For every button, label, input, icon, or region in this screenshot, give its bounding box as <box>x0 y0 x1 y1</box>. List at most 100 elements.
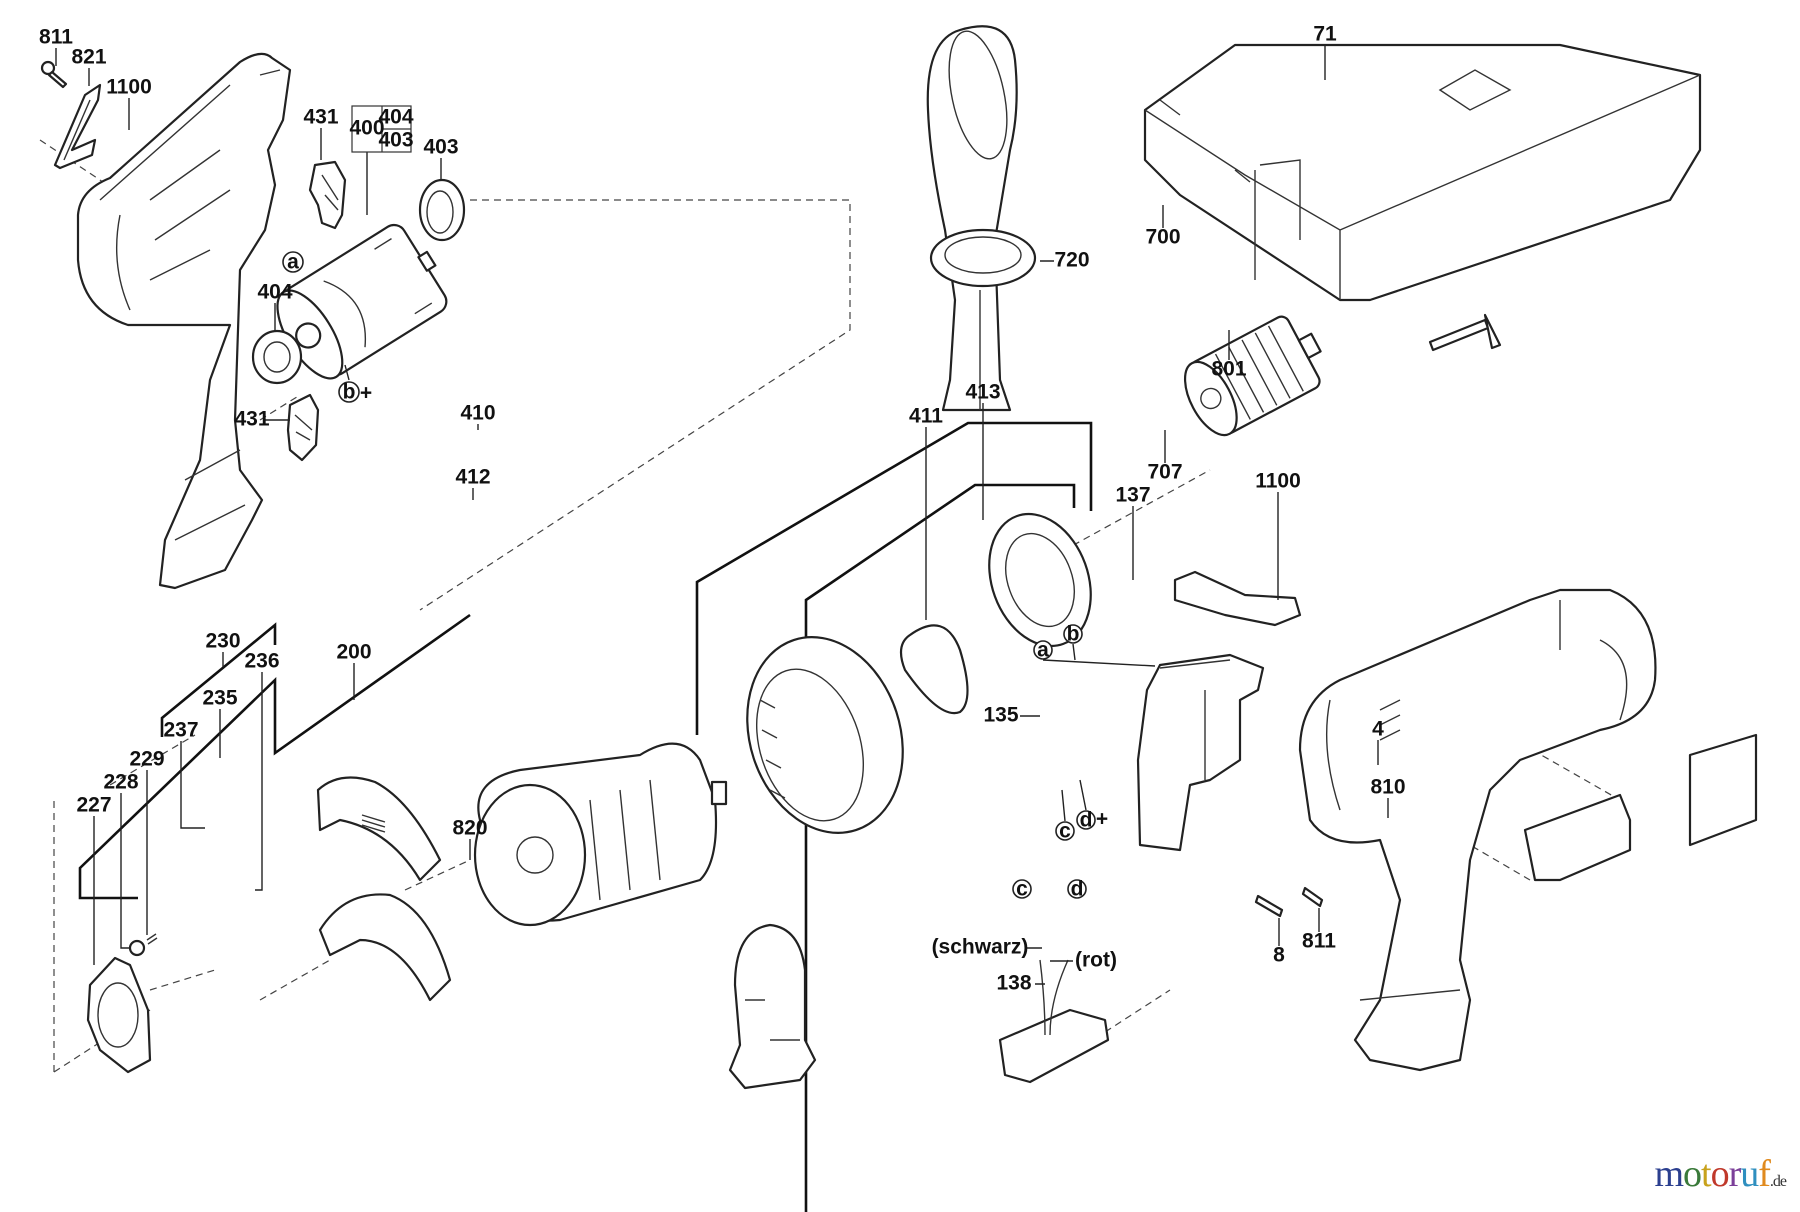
axis-line-bearing <box>259 394 301 421</box>
belt-clip-820 <box>728 923 817 1090</box>
part-labels: 811 821 1100 431 400 404 403 403 404 431… <box>39 23 1405 995</box>
belt-clip-small <box>53 83 102 170</box>
connector-circle-b-switch <box>1063 624 1083 644</box>
label-413: 413 <box>965 381 1000 404</box>
logo-letter: r <box>1728 1153 1742 1195</box>
shell-235 <box>316 776 442 882</box>
label-400: 400 <box>349 117 384 140</box>
logo-letter: t <box>1701 1153 1712 1195</box>
connector-b-motor: b <box>343 381 356 404</box>
slider-137 <box>1173 570 1302 627</box>
label-400-403: 403 <box>378 129 413 152</box>
shell-236 <box>318 893 452 1002</box>
label-228: 228 <box>103 771 138 794</box>
plate-227 <box>86 956 152 1074</box>
label-1100-right: 1100 <box>1255 470 1301 493</box>
connector-b-switch: b <box>1067 623 1080 646</box>
screw-811-top <box>40 60 68 89</box>
housing-assembled-right <box>1298 588 1657 1072</box>
connector-circle-c-wire <box>1012 879 1032 899</box>
connector-c-switch: c <box>1059 820 1071 843</box>
spring-237 <box>361 814 386 833</box>
label-811-bottom: 811 <box>1302 930 1336 953</box>
label-71: 71 <box>1313 23 1337 46</box>
axis-line-rear <box>53 734 196 1073</box>
auxiliary-handle <box>926 25 1037 412</box>
spring-229 <box>146 933 158 945</box>
logo-letter: o <box>1683 1153 1702 1195</box>
ball-228 <box>128 939 146 957</box>
ring-413 <box>988 512 1092 648</box>
connector-circle-a <box>282 251 304 273</box>
label-8: 8 <box>1273 944 1285 967</box>
label-135: 135 <box>983 704 1018 727</box>
label-820: 820 <box>452 817 487 840</box>
label-138: 138 <box>996 972 1031 995</box>
brush-holder-top <box>308 160 347 230</box>
label-137: 137 <box>1115 484 1150 507</box>
bracket-230 <box>160 622 277 737</box>
label-410: 410 <box>460 402 495 425</box>
housing-left-half <box>76 52 292 590</box>
label-1100-left: 1100 <box>106 76 152 99</box>
label-431-top: 431 <box>303 106 338 129</box>
brush-holder-bottom <box>286 393 320 462</box>
clip-810 <box>1523 793 1632 882</box>
label-431-bottom: 431 <box>234 408 269 431</box>
watermark-logo: motoruf.de <box>1654 1152 1787 1196</box>
leader-lines <box>55 45 1389 985</box>
switch-135 <box>1136 653 1265 852</box>
ring-403 <box>418 178 466 242</box>
connector-c-wire: c <box>1016 878 1028 901</box>
connector-circle-c-switch <box>1055 821 1075 841</box>
label-810: 810 <box>1370 776 1405 799</box>
gasket-411 <box>899 624 969 715</box>
gearbox-200 <box>473 742 728 927</box>
label-720: 720 <box>1054 249 1089 272</box>
label-200: 200 <box>336 641 371 664</box>
label-237: 237 <box>163 719 198 742</box>
label-4: 4 <box>1372 718 1384 741</box>
label-811-top: 811 <box>39 26 73 49</box>
label-schwarz: (schwarz) <box>932 936 1029 959</box>
connector-a-motor: a <box>287 251 299 274</box>
label-235: 235 <box>202 687 237 710</box>
connector-markers <box>282 251 1096 899</box>
drill-chuck <box>1183 315 1322 437</box>
logo-letter: m <box>1654 1153 1684 1195</box>
logo-letter: u <box>1740 1153 1759 1195</box>
logo-letter: o <box>1710 1153 1730 1195</box>
label-rot: (rot) <box>1075 949 1117 972</box>
label-227: 227 <box>76 794 111 817</box>
connector-circle-d-switch <box>1076 810 1096 830</box>
label-411: 411 <box>909 405 943 428</box>
label-229: 229 <box>129 748 164 771</box>
connector-d-plus: + <box>1096 808 1108 831</box>
screw-811-bottom <box>1301 886 1324 908</box>
bracket-200 <box>78 613 471 900</box>
label-412: 412 <box>455 466 490 489</box>
connector-a-switch: a <box>1037 639 1049 662</box>
axis-line-motor <box>419 199 851 611</box>
label-plate-4 <box>1688 733 1758 847</box>
label-404: 404 <box>257 281 292 304</box>
label-801: 801 <box>1211 358 1246 381</box>
label-700: 700 <box>1145 226 1180 249</box>
connector-circle-b <box>338 381 360 403</box>
logo-letter: f <box>1758 1153 1771 1195</box>
bearing-404 <box>251 329 303 385</box>
motor <box>276 223 448 380</box>
logo-tld: .de <box>1769 1173 1787 1190</box>
label-821: 821 <box>71 46 106 69</box>
connector-b-plus: + <box>360 382 372 405</box>
callout-box-400 <box>351 105 412 153</box>
screw-8 <box>1254 894 1284 918</box>
label-403: 403 <box>423 136 458 159</box>
terminal-block-138 <box>998 959 1110 1084</box>
label-400-404: 404 <box>378 106 413 129</box>
carrying-case <box>1143 43 1702 302</box>
connector-circle-d-wire <box>1067 879 1087 899</box>
gear-ring-412 <box>746 636 904 834</box>
